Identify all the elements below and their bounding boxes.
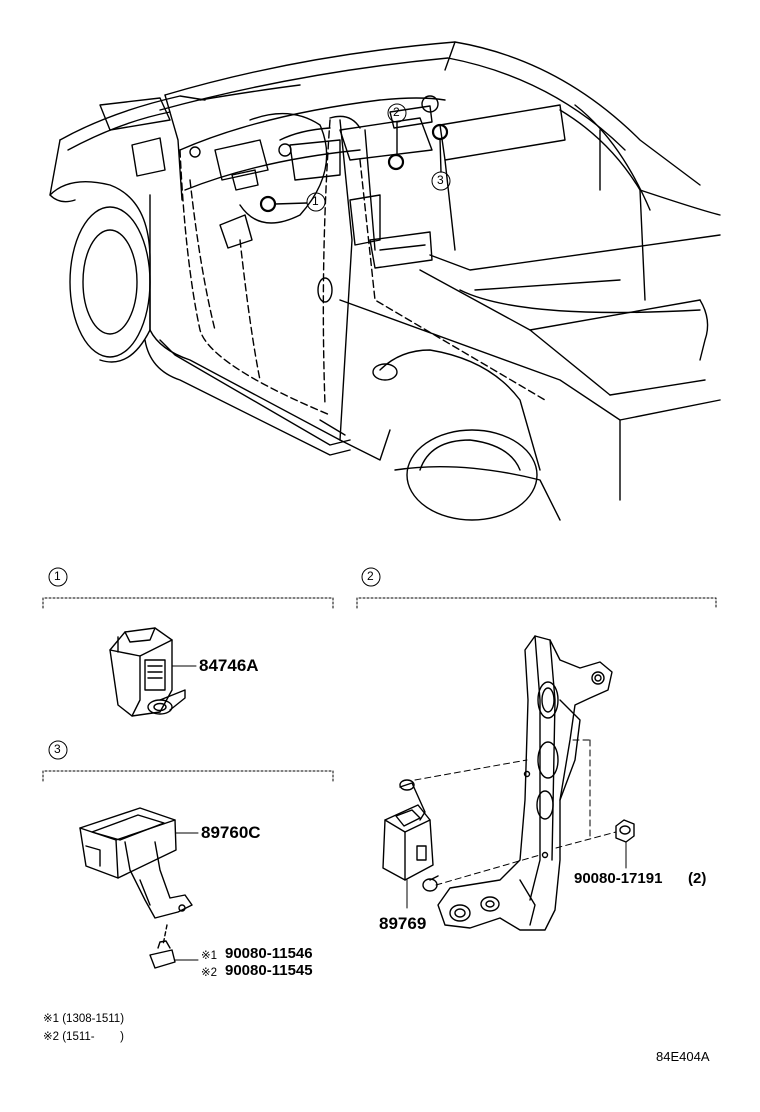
section-1-number: 1 [54, 569, 61, 583]
footnote-2: ※2 (1511- ) [43, 1031, 125, 1043]
part-number-90080-11545[interactable]: 90080-11545 [225, 962, 313, 979]
diagram-code: 84E404A [656, 1049, 710, 1064]
callout-2-location-marker [387, 153, 405, 171]
callout-markers [259, 103, 451, 213]
callout-1-location-marker [259, 195, 277, 213]
section-2-number: 2 [367, 569, 374, 583]
section-frames [42, 567, 717, 782]
part-number-90080-17191[interactable]: 90080-17191 [574, 870, 663, 887]
sensor-89760C-drawing [79, 807, 199, 969]
part-number-89769[interactable]: 89769 [379, 914, 427, 933]
callout-2-bubble [387, 103, 407, 123]
section-2-bubble [361, 567, 381, 587]
section-3-number: 3 [54, 742, 61, 756]
callout-2-number: 2 [393, 105, 400, 119]
part-quantity-90080-17191: (2) [688, 870, 707, 887]
variant-mark-2: ※2 [201, 967, 218, 979]
switch-connector-84746A-drawing [109, 627, 197, 717]
part-number-90080-11546[interactable]: 90080-11546 [225, 945, 313, 962]
part-number-84746A[interactable]: 84746A [199, 656, 259, 675]
bracket-assembly-89769-drawing [382, 635, 635, 931]
part-number-89760C[interactable]: 89760C [201, 823, 261, 842]
callout-3-bubble [431, 171, 451, 191]
section-3-bubble [48, 740, 68, 760]
callout-3-number: 3 [437, 173, 444, 187]
variant-mark-1: ※1 [201, 950, 218, 962]
section-1-bubble [48, 567, 68, 587]
callout-1-number: 1 [312, 194, 319, 208]
footnote-1: ※1 (1308-1511) [43, 1013, 125, 1025]
callout-1-bubble [306, 192, 326, 212]
truck-illustration [49, 41, 721, 521]
